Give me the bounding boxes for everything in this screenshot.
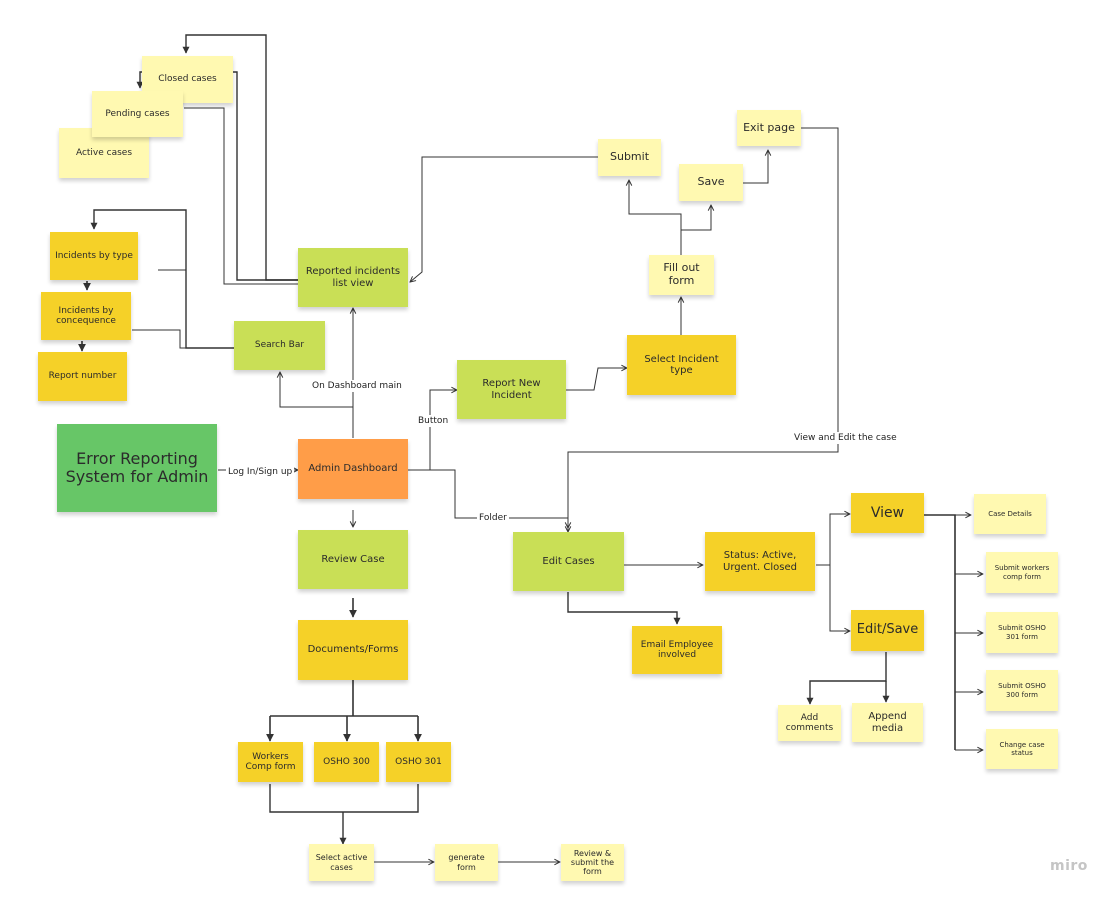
change-case-status-label: Change case status [999, 740, 1045, 757]
connector-exit-to-edit [568, 127, 839, 528]
report-number-note[interactable]: Report number [38, 352, 127, 401]
edit-save-label: Edit/Save [856, 622, 919, 638]
osho-301-label: OSHO 301 [395, 756, 442, 767]
connector-view-to-details [924, 514, 956, 750]
admin-dashboard-note[interactable]: Admin Dashboard [298, 439, 408, 499]
case-details-note[interactable]: Case Details [974, 494, 1046, 534]
incidents-by-type-label: Incidents by type [55, 250, 133, 261]
system-title-label: Error Reporting System for Admin [65, 448, 209, 486]
submit-osho-301-note[interactable]: Submit OSHO 301 form [986, 612, 1058, 653]
submit-osho-301-label: Submit OSHO 301 form [998, 624, 1046, 641]
pending-cases-note[interactable]: Pending cases [92, 91, 183, 137]
connector-fill-to-submit [629, 180, 682, 255]
connector-report-to-type [566, 368, 627, 391]
connector-docs-to-forms [270, 680, 418, 717]
email-employee-label: Email Employee involved [640, 639, 714, 660]
connector-submit-to-list [410, 156, 598, 282]
incidents-by-consequence-label: Incidents by concequence [56, 305, 116, 326]
add-comments-note[interactable]: Add comments [778, 705, 841, 741]
select-active-cases-note[interactable]: Select active cases [309, 844, 374, 881]
case-details-label: Case Details [988, 509, 1032, 518]
report-number-label: Report number [48, 371, 117, 382]
search-bar-note[interactable]: Search Bar [234, 321, 325, 370]
osho-300-note[interactable]: OSHO 300 [314, 742, 379, 782]
exit-page-label: Exit page [743, 120, 795, 134]
connector-save-to-exit [743, 150, 768, 184]
search-bar-label: Search Bar [254, 340, 305, 351]
submit-osho-300-label: Submit OSHO 300 form [998, 682, 1046, 699]
edit-save-note[interactable]: Edit/Save [851, 610, 924, 651]
submit-osho-300-note[interactable]: Submit OSHO 300 form [986, 670, 1058, 711]
connector-status-to-view [816, 514, 850, 566]
append-media-note[interactable]: Append media [852, 703, 923, 742]
save-note[interactable]: Save [679, 164, 743, 201]
review-case-note[interactable]: Review Case [298, 530, 408, 589]
incidents-by-consequence-note[interactable]: Incidents by concequence [41, 292, 131, 340]
generate-form-note[interactable]: generate form [435, 844, 498, 881]
admin-dashboard-label: Admin Dashboard [308, 463, 398, 475]
connector-dashboard-to-search [280, 372, 353, 408]
view-and-edit-label: View and Edit the case [792, 432, 899, 444]
folder-connector-label: Folder [477, 512, 509, 524]
generate-form-label: generate form [448, 853, 485, 872]
incidents-by-type-note[interactable]: Incidents by type [50, 232, 138, 280]
status-label: Status: Active, Urgent. Closed [723, 550, 797, 573]
submit-workers-comp-label: Submit workers comp form [994, 564, 1050, 581]
osho-301-note[interactable]: OSHO 301 [386, 742, 451, 782]
documents-forms-note[interactable]: Documents/Forms [298, 620, 408, 680]
on-dashboard-main-label: On Dashboard main [310, 380, 404, 392]
reported-list-label: Reported incidents list view [305, 266, 401, 289]
miro-watermark: miro [1050, 858, 1088, 874]
review-submit-form-note[interactable]: Review & submit the form [561, 844, 624, 881]
report-new-incident-note[interactable]: Report New Incident [457, 360, 566, 419]
connector-search-to-consequence [132, 329, 234, 349]
connector-editsave-to-comments [806, 652, 887, 705]
select-active-cases-label: Select active cases [315, 853, 368, 872]
active-cases-label: Active cases [75, 147, 133, 158]
select-incident-type-label: Select Incident type [644, 353, 719, 377]
status-note[interactable]: Status: Active, Urgent. Closed [705, 532, 815, 591]
submit-workers-comp-note[interactable]: Submit workers comp form [986, 552, 1058, 593]
report-new-incident-label: Report New Incident [482, 378, 541, 401]
view-note[interactable]: View [851, 493, 924, 533]
connector-list-to-active [184, 107, 298, 285]
connector-forms-to-select [269, 784, 419, 844]
fill-out-form-label: Fill out form [663, 261, 700, 287]
change-case-status-note[interactable]: Change case status [986, 729, 1058, 769]
pending-cases-label: Pending cases [105, 108, 170, 119]
connector-dashboard-to-report [408, 390, 457, 471]
append-media-label: Append media [868, 711, 907, 734]
system-title-note[interactable]: Error Reporting System for Admin [57, 424, 217, 512]
connector-edit-to-email [567, 592, 681, 625]
osho-300-label: OSHO 300 [323, 756, 370, 767]
view-label: View [870, 504, 905, 521]
submit-label: Submit [609, 150, 650, 164]
workers-comp-form-label: Workers Comp form [245, 751, 296, 772]
workers-comp-form-note[interactable]: Workers Comp form [238, 742, 303, 782]
edit-cases-label: Edit Cases [542, 555, 595, 567]
reported-list-note[interactable]: Reported incidents list view [298, 248, 408, 307]
save-label: Save [697, 175, 725, 189]
closed-cases-label: Closed cases [158, 74, 217, 85]
email-employee-note[interactable]: Email Employee involved [632, 626, 722, 674]
select-incident-type-note[interactable]: Select Incident type [627, 335, 736, 395]
review-case-label: Review Case [321, 553, 385, 565]
connector-status-to-editsave [816, 564, 850, 631]
button-connector-label: Button [416, 415, 451, 427]
edit-cases-note[interactable]: Edit Cases [513, 532, 624, 591]
exit-page-note[interactable]: Exit page [737, 110, 801, 146]
submit-note[interactable]: Submit [598, 139, 661, 176]
connector-list-to-pending [136, 71, 298, 281]
review-submit-form-label: Review & submit the form [570, 848, 615, 877]
fill-out-form-note[interactable]: Fill out form [649, 255, 714, 295]
add-comments-label: Add comments [785, 712, 834, 733]
login-connector-label: Log In/Sign up [226, 466, 295, 478]
connector-fill-to-save [680, 205, 711, 240]
documents-forms-label: Documents/Forms [307, 644, 399, 656]
